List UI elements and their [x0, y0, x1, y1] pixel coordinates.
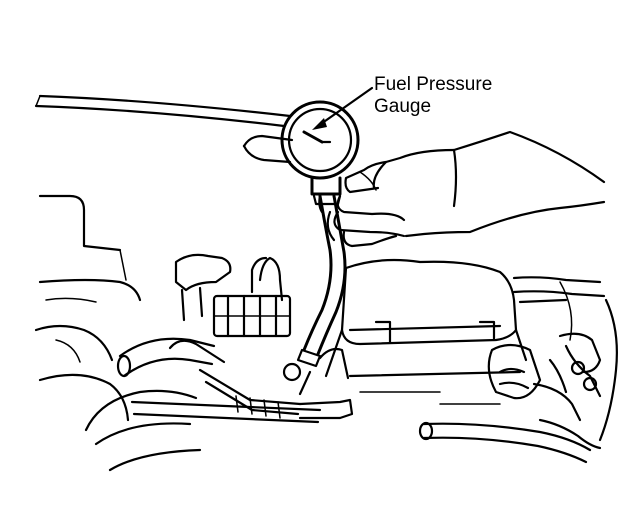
callout-line-1: Fuel Pressure: [374, 74, 493, 95]
right-wiring-harness: [418, 298, 618, 464]
left-hose-assembly: [116, 253, 232, 378]
fuel-lines: [130, 339, 354, 424]
callout-line-2: Gauge: [374, 96, 432, 117]
hood-outline: [34, 94, 294, 164]
gauge-hose: [296, 194, 347, 368]
engine-intake-cover: [324, 258, 606, 405]
fuel-rail-block: [212, 256, 292, 338]
gauge-callout-label: Fuel Pressure Gauge: [374, 74, 492, 118]
callout-leader: [312, 86, 374, 130]
left-body-panel: [34, 194, 202, 472]
technician-hand: [318, 130, 606, 248]
fuel-pressure-gauge: [280, 100, 360, 206]
